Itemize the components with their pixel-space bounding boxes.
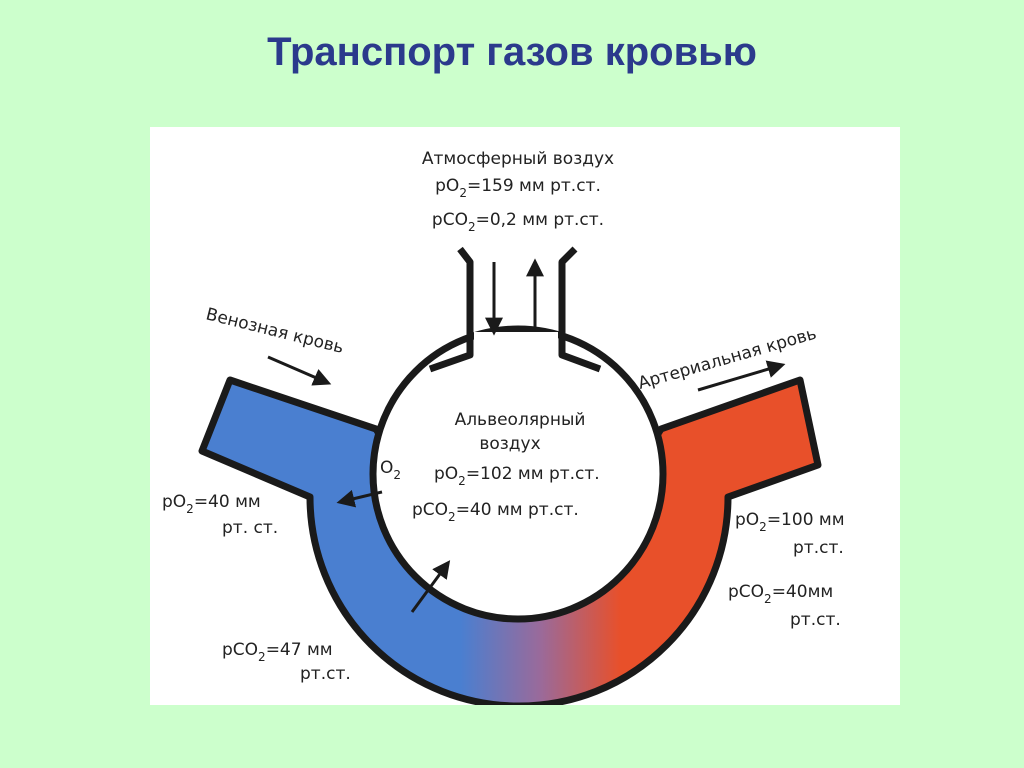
slide-title: Транспорт газов кровью (267, 30, 757, 74)
alveolus (369, 325, 667, 623)
alveolar-po2: pO2=102 мм рт.ст. (434, 464, 600, 488)
venous-blood-label: Венозная кровь (204, 304, 346, 358)
arterial-pco2-unit: рт.ст. (790, 610, 841, 630)
venous-pco2-unit: рт.ст. (300, 664, 351, 684)
airway-right-wall (558, 246, 602, 373)
atmosphere-title: Атмосферный воздух (422, 149, 614, 169)
venous-po2: pO2=40 мм (162, 492, 261, 516)
arterial-pco2: pCO2=40мм (728, 582, 833, 606)
alveolar-title-1: Альвеолярный (455, 410, 586, 430)
arterial-po2-unit: рт.ст. (793, 538, 844, 558)
airway-left-wall (428, 246, 474, 373)
venous-pco2: pCO2=47 мм (222, 640, 333, 664)
arterial-flow-arrow (697, 360, 786, 392)
venous-flow-arrow (267, 355, 332, 386)
co2-diffusion-arrow (410, 560, 451, 613)
gas-exchange-diagram: Атмосферный воздух pO2=159 мм рт.ст. pCO… (162, 149, 845, 705)
venous-po2-unit: рт. ст. (222, 518, 278, 538)
alveolar-o2-label: O2 (380, 458, 401, 482)
diagram-panel: Атмосферный воздух pO2=159 мм рт.ст. pCO… (150, 127, 900, 705)
atmosphere-pco2: pCO2=0,2 мм рт.ст. (432, 210, 604, 234)
alveolar-title-2: воздух (479, 434, 540, 454)
alveolar-pco2: pCO2=40 мм рт.ст. (412, 500, 579, 524)
arterial-po2: pO2=100 мм (735, 510, 845, 534)
o2-diffusion-arrow (336, 489, 383, 508)
atmosphere-po2: pO2=159 мм рт.ст. (435, 176, 601, 200)
